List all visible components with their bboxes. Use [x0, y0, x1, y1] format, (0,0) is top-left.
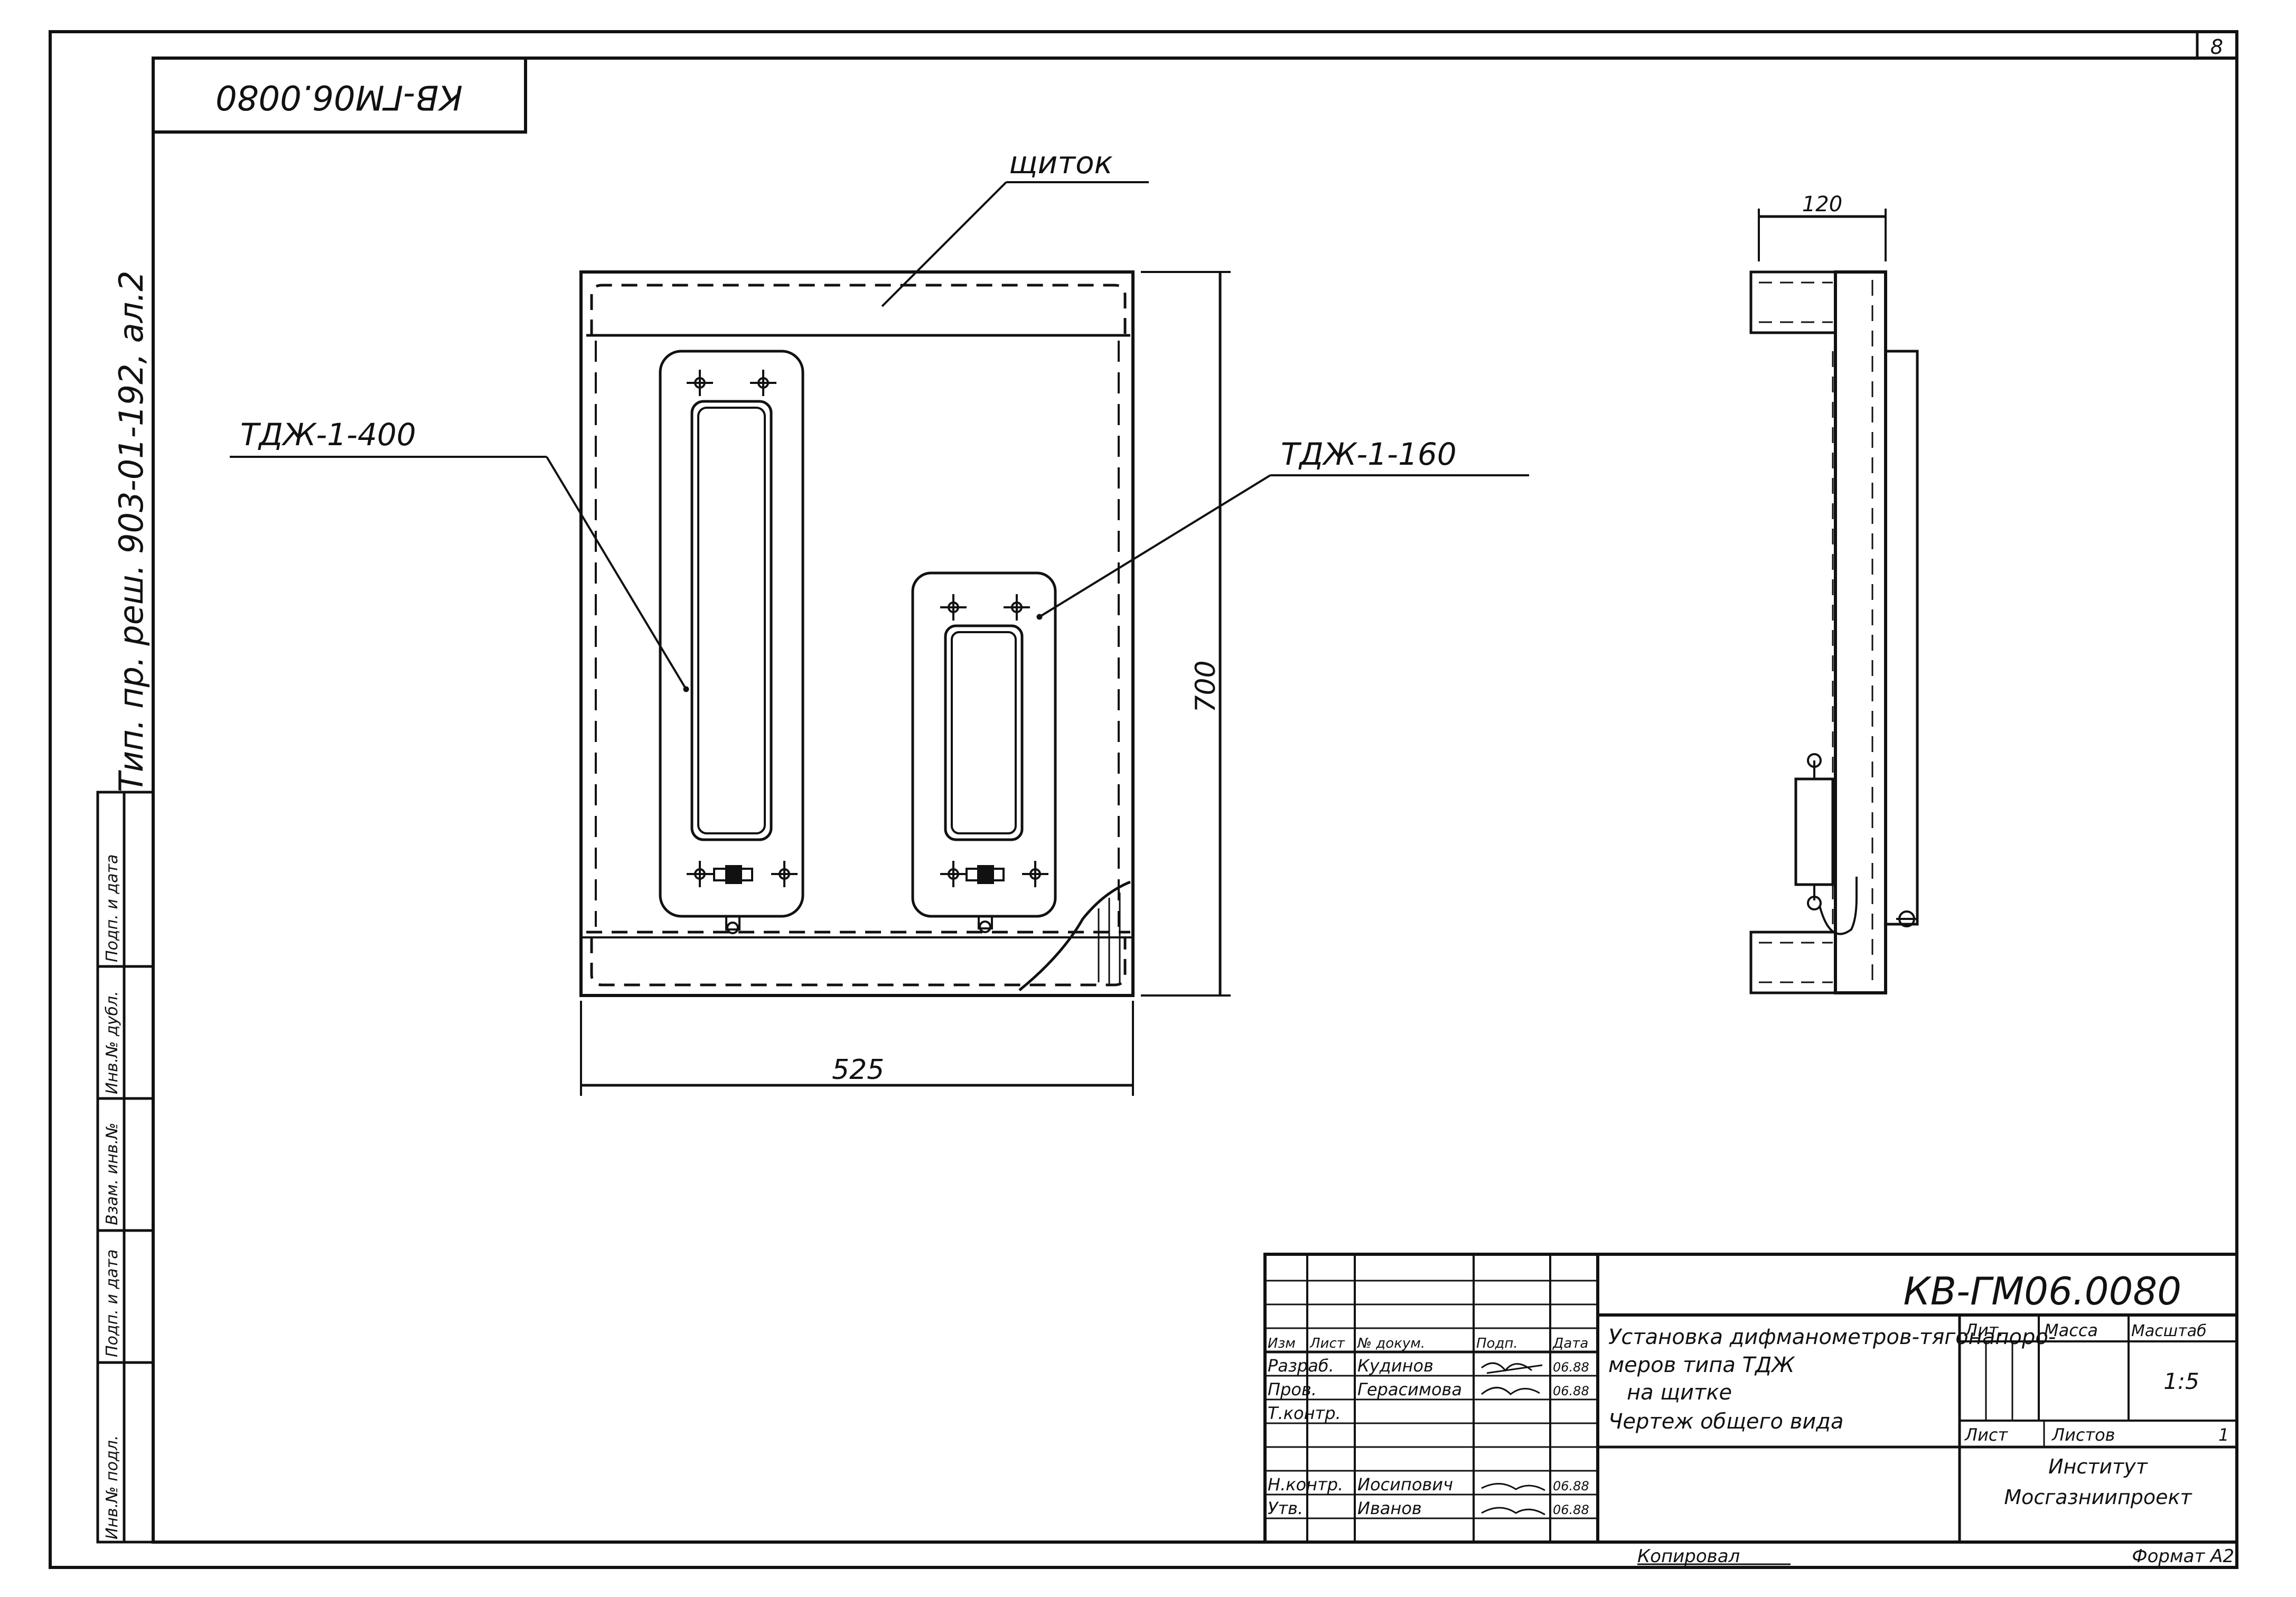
row-role-0: Разраб.: [1268, 1356, 1334, 1376]
col-list: Лист: [1309, 1336, 1345, 1351]
title-block: [1263, 1253, 2238, 1544]
row-name-4: Иванов: [1357, 1498, 1422, 1518]
title-code: КВ-ГМ06.0080: [1904, 1269, 2181, 1313]
col-date: Дата: [1552, 1336, 1588, 1351]
lit-label: Лит.: [1964, 1320, 2004, 1340]
callout-gauge-right: ТДЖ-1-160: [1281, 436, 1457, 472]
sheets-value: 1: [2218, 1425, 2229, 1445]
title-line-4: Чертеж общего вида: [1608, 1410, 1843, 1434]
footer-format: Формат А2: [2132, 1546, 2234, 1567]
leader-lines: [230, 181, 1529, 690]
mass-label: Масса: [2044, 1320, 2098, 1340]
rotated-code-text: КВ-ГМ06.0080: [215, 77, 463, 116]
row-date-0: 06.88: [1553, 1360, 1589, 1375]
stamp-inv-podl: Инв.№ подл.: [103, 1435, 121, 1539]
callout-panel: щиток: [1009, 145, 1113, 181]
panel-outline: [579, 270, 1135, 997]
sheet-number: 8: [2210, 35, 2223, 59]
org-line-1: Институт: [2048, 1455, 2149, 1478]
callout-gauge-left: ТДЖ-1-400: [240, 417, 416, 453]
side-stamp-column: [96, 791, 155, 1544]
col-podp: Подп.: [1476, 1336, 1518, 1351]
row-date-4: 06.88: [1553, 1502, 1589, 1517]
stamp-inv-dubl: Инв.№ дубл.: [103, 991, 121, 1094]
title-line-3: на щитке: [1627, 1380, 1732, 1405]
side-view: [1749, 209, 1919, 994]
front-view: [579, 270, 1231, 1096]
inner-frame: [152, 57, 2238, 1544]
gauge-right: [911, 571, 1057, 933]
dim-width-label: 525: [832, 1054, 884, 1086]
stamp-podp-data-2: Подп. и дата: [103, 854, 121, 962]
dim-depth-label: 120: [1802, 192, 1842, 217]
scale-value: 1:5: [2163, 1368, 2199, 1394]
row-date-3: 06.88: [1553, 1479, 1589, 1493]
side-note: Тип. пр. реш. 903-01-192, ал.2: [112, 270, 151, 792]
title-line-1: Установка дифманометров-тягонапоро-: [1608, 1325, 2056, 1349]
row-name-1: Герасимова: [1357, 1379, 1462, 1399]
org-line-2: Мосгазниипроект: [2004, 1486, 2192, 1509]
row-name-0: Кудинов: [1357, 1356, 1433, 1376]
title-line-2: меров типа ТДЖ: [1608, 1353, 1795, 1377]
rotated-code-box: КВ-ГМ06.0080: [152, 57, 527, 134]
sheet-number-box: 8: [2196, 30, 2238, 60]
row-role-3: Н.контр.: [1268, 1474, 1343, 1495]
signatures: [1481, 1362, 1545, 1516]
scale-label: Масштаб: [2131, 1322, 2207, 1340]
row-role-1: Пров.: [1268, 1379, 1317, 1399]
col-izm: Изм: [1268, 1336, 1296, 1351]
sheet-label: Лист: [1964, 1425, 2008, 1445]
row-role-2: Т.контр.: [1268, 1403, 1341, 1423]
col-doc: № докум.: [1356, 1336, 1425, 1351]
row-name-3: Иосипович: [1357, 1474, 1453, 1495]
gauge-left: [659, 350, 804, 934]
dim-height-label: 700: [1190, 660, 1222, 712]
stamp-podp-data-1: Подп. и дата: [103, 1250, 121, 1357]
stamp-vzam-inv: Взам. инв.№: [103, 1123, 121, 1225]
footer-copied: Копировал: [1637, 1546, 1740, 1567]
row-date-1: 06.88: [1553, 1384, 1589, 1398]
sheets-label: Листов: [2051, 1425, 2115, 1445]
row-role-4: Утв.: [1268, 1498, 1303, 1518]
